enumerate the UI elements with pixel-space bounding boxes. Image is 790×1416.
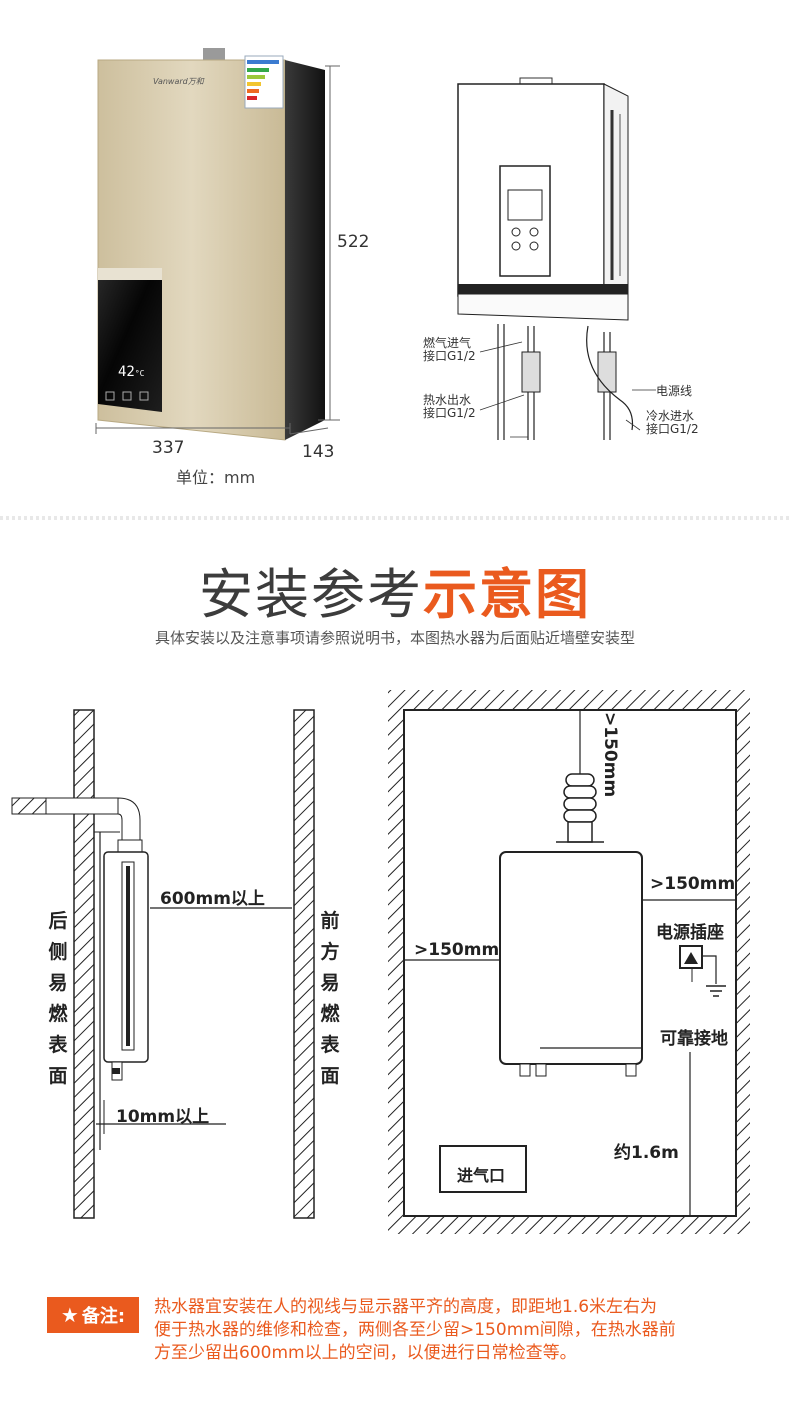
note-badge: ★ 备注:	[47, 1297, 139, 1333]
front-wall-label: 前方易燃表面	[320, 910, 340, 1087]
note-label: 备注:	[81, 1306, 126, 1327]
hot-outlet-label: 热水出水接口G1/2	[423, 393, 476, 420]
section-title-highlight: 示意图	[423, 563, 591, 626]
cold-inlet-label: 冷水进水接口G1/2	[646, 409, 699, 436]
unit-label: 单位：mm	[176, 468, 256, 487]
air-inlet-label: 进气口	[457, 1166, 506, 1185]
star-icon: ★	[60, 1303, 79, 1327]
rear-clearance-label: 10mm以上	[116, 1107, 210, 1127]
width-dimension: 337	[152, 438, 185, 458]
front-view-diagram	[388, 690, 750, 1234]
left-clearance-label: >150mm	[414, 940, 500, 960]
power-cord-label: 电源线	[656, 384, 693, 398]
power-socket-label: 电源插座	[656, 923, 724, 943]
depth-dimension: 143	[302, 442, 335, 462]
note-line: 热水器宜安装在人的视线与显示器平齐的高度，即距地1.6米左右为	[154, 1297, 658, 1317]
dimension-lines	[95, 65, 340, 435]
front-clearance-label: 600mm以上	[160, 889, 265, 909]
brand-logo: Vanward万和	[153, 77, 204, 86]
display-temperature: 42°C	[118, 364, 145, 380]
note-text: 热水器宜安装在人的视线与显示器平齐的高度，即距地1.6米左右为 便于热水器的维修…	[154, 1296, 754, 1365]
section-divider	[0, 516, 790, 520]
section-title: 安装参考示意图	[199, 563, 591, 626]
height-dimension: 522	[337, 232, 370, 252]
note-line: 便于热水器的维修和检查，两侧各至少留>150mm间隙，在热水器前	[154, 1320, 676, 1340]
pipe-schematic	[420, 70, 750, 454]
section-subtitle: 具体安装以及注意事项请参照说明书，本图热水器为后面贴近墙壁安装型	[154, 629, 635, 647]
gas-inlet-label: 燃气进气接口G1/2	[423, 336, 476, 363]
rear-wall-label: 后侧易燃表面	[48, 910, 68, 1087]
product-photo	[90, 40, 350, 460]
top-clearance-label: >150mm	[600, 712, 620, 798]
ground-label: 可靠接地	[660, 1029, 728, 1049]
display-unit: °C	[134, 369, 145, 378]
right-clearance-label: >150mm	[650, 874, 736, 894]
side-view-diagram	[11, 709, 315, 1219]
note-line: 方至少留出600mm以上的空间，以便进行日常检查等。	[154, 1343, 577, 1363]
height-label: 约1.6m	[614, 1143, 679, 1163]
